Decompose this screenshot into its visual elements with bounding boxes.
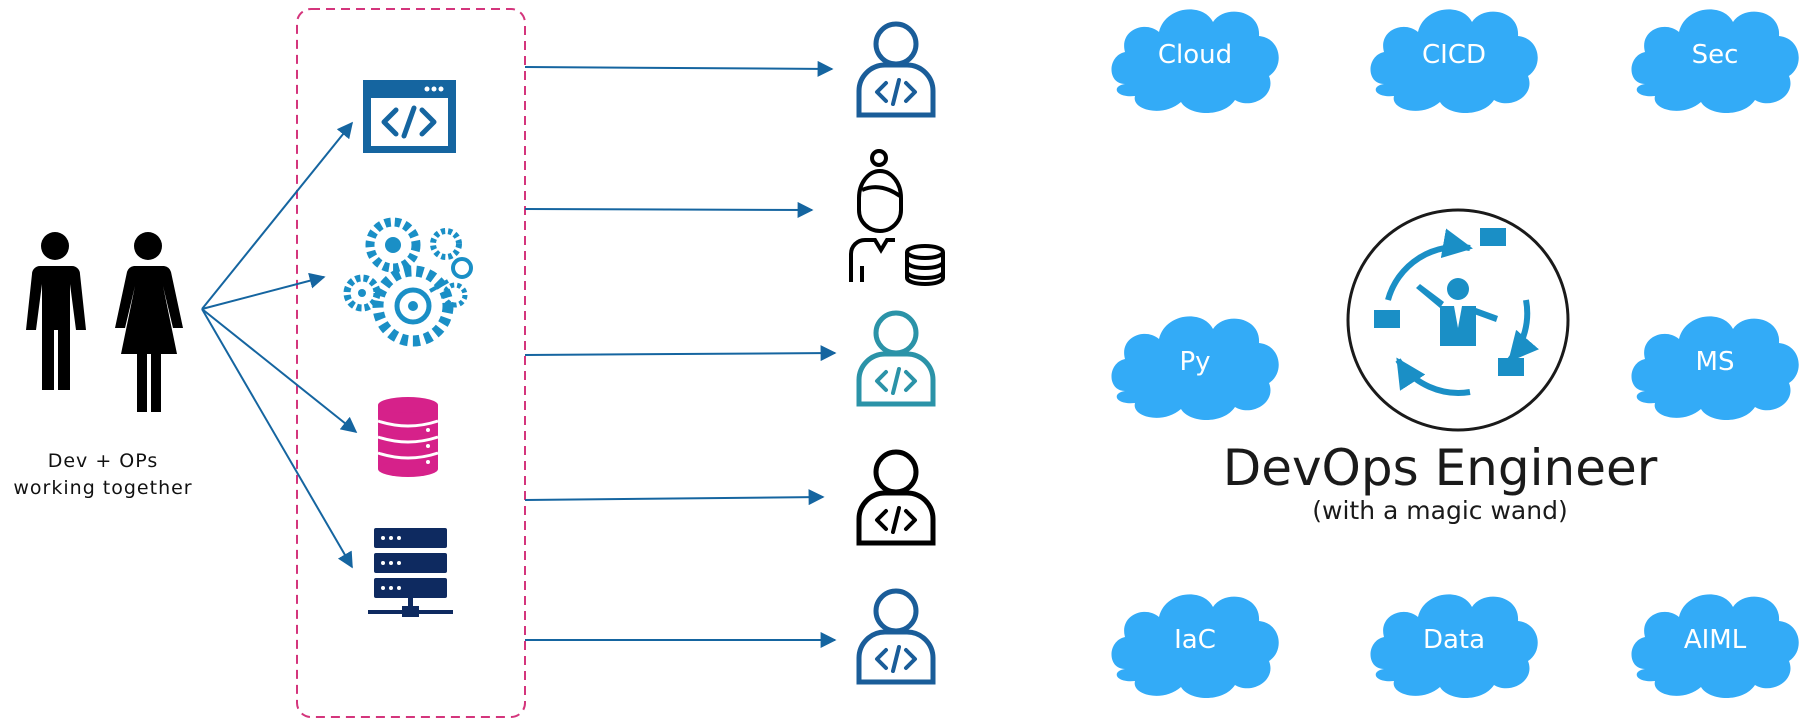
gears-icon	[343, 217, 473, 347]
cloud-shape	[1111, 594, 1279, 698]
devops-engineer-icon	[1346, 208, 1570, 432]
developer-icon	[856, 449, 936, 546]
developer-icon	[856, 21, 936, 118]
cloud-py: Py	[1105, 307, 1285, 427]
database-icon	[377, 397, 439, 477]
tools-group-box	[296, 8, 526, 718]
code-window-icon	[363, 80, 456, 153]
center-subtitle: (with a magic wand)	[1312, 496, 1568, 525]
cloud-shape	[1111, 9, 1279, 114]
cloud-label: AIML	[1683, 625, 1747, 655]
tools-to-roles-arrows	[524, 60, 837, 648]
cloud-data: Data	[1364, 585, 1544, 705]
cloud-shape	[1631, 9, 1799, 114]
cloud-shape	[1631, 594, 1799, 698]
people-caption: Dev + OPs working together	[0, 448, 206, 502]
cloud-shape	[1370, 9, 1538, 114]
cloud-label: Cloud	[1157, 40, 1233, 70]
cloud-shape	[1370, 594, 1538, 698]
cloud-cicd: CICD	[1364, 0, 1544, 120]
developer-icon	[856, 588, 936, 685]
cloud-sec: Sec	[1625, 0, 1805, 120]
cloud-shape	[1631, 316, 1799, 420]
cloud-label: Py	[1179, 347, 1211, 377]
dba-icon	[849, 149, 945, 286]
cloud-shape	[1111, 316, 1279, 420]
people-to-tools-arrows	[201, 121, 358, 569]
people-caption-line1: Dev + OPs	[47, 450, 159, 472]
center-title: DevOps Engineer	[1222, 439, 1658, 497]
cloud-ms: MS	[1625, 307, 1805, 427]
cloud-label: MS	[1695, 347, 1735, 377]
cloud-cloud: Cloud	[1105, 0, 1285, 120]
cloud-label: IaC	[1174, 625, 1216, 655]
cloud-iac: IaC	[1105, 585, 1285, 705]
cloud-label: Data	[1422, 625, 1486, 655]
man-icon	[26, 232, 86, 390]
cloud-label: CICD	[1422, 40, 1486, 70]
people-caption-line2: working together	[13, 477, 193, 499]
woman-icon	[115, 232, 183, 412]
cloud-aiml: AIML	[1625, 585, 1805, 705]
server-icon	[368, 528, 453, 617]
cloud-label: Sec	[1691, 40, 1739, 70]
developer-icon	[856, 310, 936, 407]
